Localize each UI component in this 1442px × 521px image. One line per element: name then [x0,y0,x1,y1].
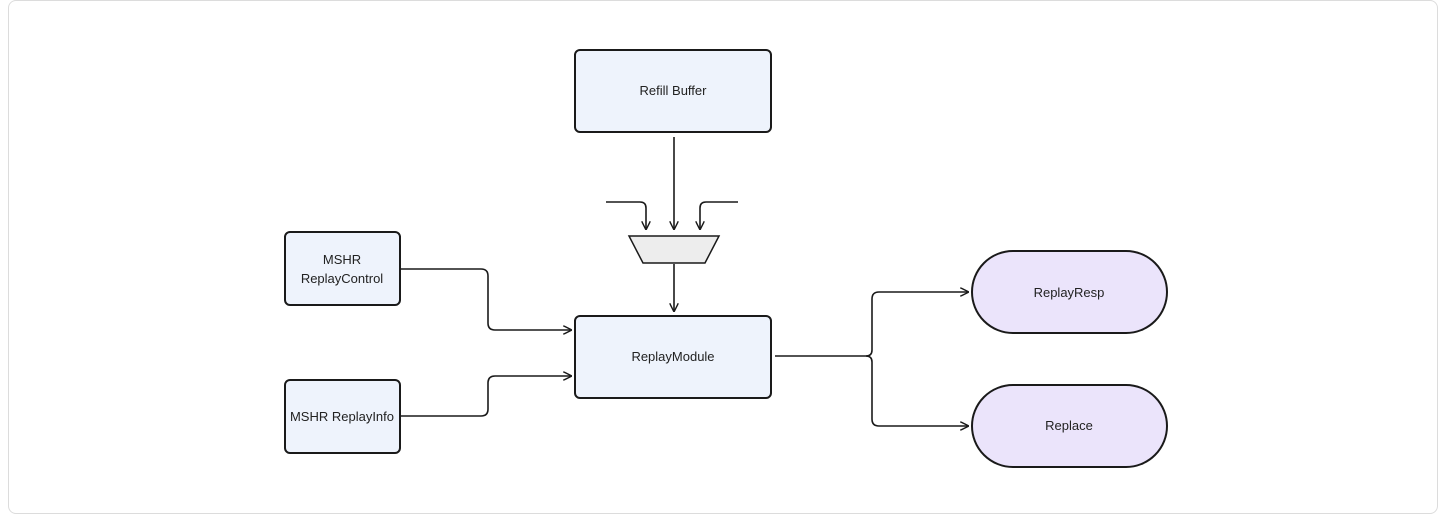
node-replace-label: Replace [1045,418,1093,433]
node-replay-module-label: ReplayModule [631,349,714,364]
edge-replay-module-to-replay-resp [865,292,968,357]
node-replay-module: ReplayModule [574,315,772,399]
node-mshr-replay-info-label: MSHR ReplayInfo [290,409,394,424]
node-replace: Replace [971,384,1168,468]
node-refill-buffer: Refill Buffer [574,49,772,133]
edge-mshr-replay-info-to-replay-module [401,376,571,417]
edge-external-left-to-mux [606,201,646,229]
node-replay-resp: ReplayResp [971,250,1168,334]
node-replay-resp-label: ReplayResp [1034,285,1105,300]
node-mshr-replay-control: MSHR ReplayControl [284,231,401,306]
edge-mshr-replay-control-to-replay-module [401,268,571,330]
edge-external-right-to-mux [700,201,738,229]
node-mux [627,235,721,264]
node-mshr-replay-control-label-line2: ReplayControl [301,271,383,286]
node-refill-buffer-label: Refill Buffer [640,83,708,98]
node-mshr-replay-control-label-line1: MSHR [323,252,361,267]
edges [401,137,968,426]
node-mshr-replay-info: MSHR ReplayInfo [284,379,401,454]
edge-replay-module-to-replace [865,355,968,426]
